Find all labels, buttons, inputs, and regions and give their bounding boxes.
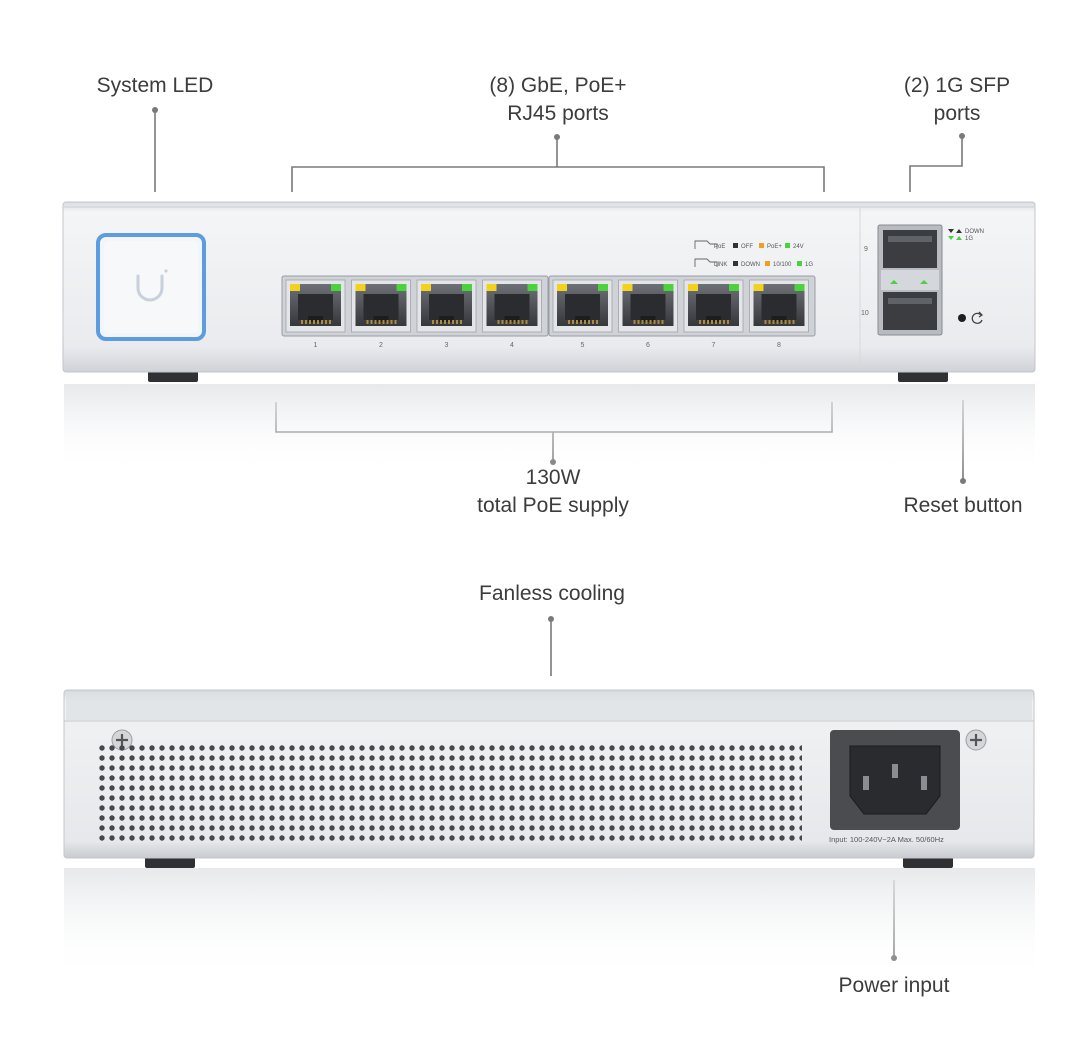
port-led-yellow [622,284,633,291]
power-pin-ground [892,764,898,778]
power-inlet [830,730,960,830]
svg-text:10: 10 [861,310,869,317]
port-led-green [663,284,674,291]
sfp-ports-label: (2) 1G SFP ports [903,74,1011,125]
sfp-port-10 [883,292,937,330]
port-led-green [598,284,608,291]
port-led-yellow [753,284,764,291]
front-foot-right [898,370,948,382]
svg-text:10/100: 10/100 [773,262,792,268]
rj45-port [618,279,678,333]
svg-text:24V: 24V [793,244,804,250]
rj45-port-group: 1 2 3 4 5 6 7 8 [281,275,816,349]
svg-text:DOWN: DOWN [741,262,760,268]
port-led-yellow [688,284,698,291]
port-number: 5 [581,342,585,349]
port-led-green [729,284,739,291]
rj45-port [749,279,809,333]
port-led-green [396,284,407,291]
front-foot-left [148,370,198,382]
rj45-port [482,279,542,333]
port-led-green [462,284,472,291]
fanless-cooling-label: Fanless cooling [479,582,625,605]
rj45-port [351,279,411,333]
link-legend-icon [694,258,718,267]
port-led-yellow [421,284,431,291]
port-led-yellow [355,284,366,291]
system-led [96,233,206,341]
port-number: 7 [712,342,716,349]
screw-right-icon [965,729,987,751]
svg-text:PoE+: PoE+ [767,244,782,250]
svg-text:9: 9 [864,246,868,253]
power-pin-neutral [921,776,927,790]
sfp-cage: 9 10 [861,224,943,336]
ubiquiti-logo-icon [136,269,168,302]
sfp-port-9 [883,230,937,268]
port-led-green [331,284,341,291]
port-number: 3 [445,342,449,349]
port-number: 4 [510,342,514,349]
sfp-led-10 [920,280,928,284]
sfp-led-9 [890,280,898,284]
rj45-port [285,279,346,333]
port-number: 6 [646,342,650,349]
ventilation-holes [98,744,802,842]
rear-panel: Input: 100-240V~2A Max. 50/60Hz [63,689,1035,978]
port-number: 8 [777,342,781,349]
port-led-green [527,284,538,291]
rear-foot-right [903,856,953,868]
led-legend: PoE OFF PoE+ 24V LINK DOWN 10/100 1G [694,240,813,268]
svg-text:DOWN: DOWN [965,229,984,235]
port-led-yellow [557,284,567,291]
svg-text:PoE: PoE [714,244,725,250]
reset-button-label: Reset button [903,494,1023,517]
port-number: 2 [379,342,383,349]
port-led-yellow [290,284,300,291]
rj45-ports-label: (8) GbE, PoE+ RJ45 ports [489,74,627,125]
port-led-yellow [486,284,497,291]
reset-icon [971,311,984,324]
power-spec-text: Input: 100-240V~2A Max. 50/60Hz [829,835,944,844]
svg-text:OFF: OFF [741,244,753,250]
svg-text:1G: 1G [965,236,973,242]
rj45-port [552,279,613,333]
front-panel: 1 2 3 4 5 6 7 8 PoE OFF PoE+ 24V LINK DOWN 10/1… [62,201,1036,474]
rj45-port [683,279,744,333]
reset-button [958,311,984,324]
power-pin-line [863,776,869,790]
system-led-label: System LED [96,74,214,97]
rear-foot-left [145,856,195,868]
poe-legend-icon [694,240,718,249]
rj45-port [416,279,477,333]
port-led-green [794,284,805,291]
power-input-label: Power input [838,974,950,997]
sfp-legend: DOWN 1G [948,229,984,242]
svg-text:1G: 1G [805,262,813,268]
port-number: 1 [314,342,318,349]
svg-text:LINK: LINK [714,262,727,268]
